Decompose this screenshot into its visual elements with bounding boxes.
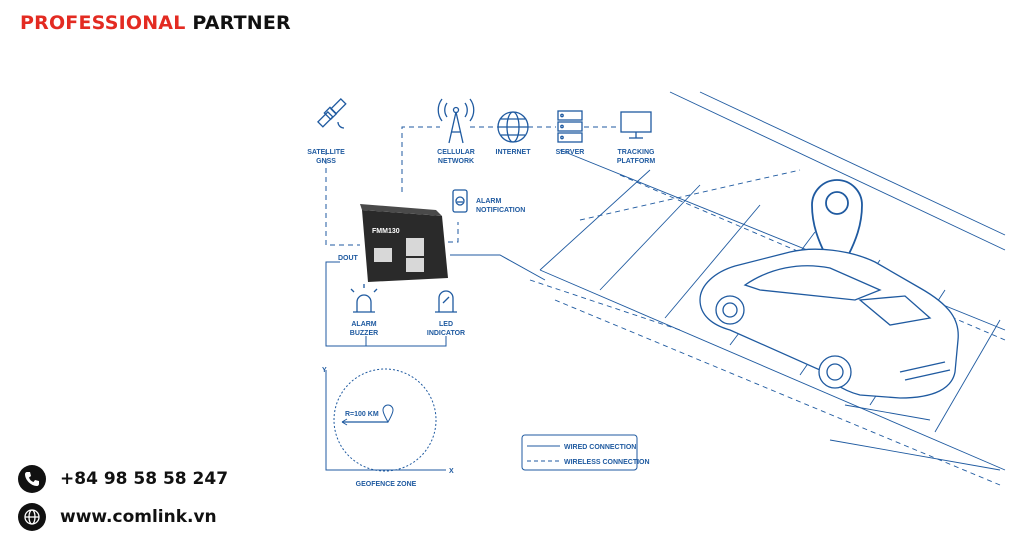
tracking-label-1: TRACKING bbox=[618, 149, 655, 156]
alarm-buzzer-label-1: ALARM bbox=[351, 321, 376, 328]
led-indicator-icon bbox=[435, 290, 457, 313]
alarm-notification-label-1: ALARM bbox=[476, 198, 501, 205]
legend-box bbox=[521, 434, 638, 471]
dout-label: DOUT bbox=[338, 255, 359, 262]
globe-icon bbox=[497, 111, 529, 143]
brand-title-red: PROFESSIONAL bbox=[20, 12, 186, 34]
alarm-notification-icon bbox=[452, 189, 468, 213]
cellular-tower-icon bbox=[437, 98, 475, 144]
legend-wired-label: WIRED CONNECTION bbox=[564, 444, 636, 451]
axis-y-label: Y bbox=[322, 367, 327, 374]
server-icon bbox=[557, 110, 583, 143]
website-link[interactable]: www.comlink.vn bbox=[60, 507, 217, 527]
brand-title: PROFESSIONAL PARTNER bbox=[20, 12, 291, 34]
alarm-notification-label-2: NOTIFICATION bbox=[476, 207, 525, 214]
monitor-icon bbox=[620, 111, 652, 139]
geofence-label: GEOFENCE ZONE bbox=[356, 481, 417, 488]
cellular-label-2: NETWORK bbox=[438, 158, 474, 165]
axis-x-label: X bbox=[449, 468, 454, 475]
fmm130-device: FMM130 bbox=[360, 204, 448, 282]
alarm-buzzer-label-2: BUZZER bbox=[350, 330, 378, 337]
brand-title-dark: PARTNER bbox=[192, 12, 291, 34]
satellite-icon bbox=[317, 98, 347, 129]
tracking-label-2: PLATFORM bbox=[617, 158, 656, 165]
internet-label: INTERNET bbox=[496, 149, 532, 156]
led-label-1: LED bbox=[439, 321, 453, 328]
phone-icon bbox=[18, 465, 46, 493]
satellite-label-2: GNSS bbox=[316, 158, 336, 165]
led-label-2: INDICATOR bbox=[427, 330, 465, 337]
radius-label: R=100 KM bbox=[345, 411, 379, 418]
car-illustration bbox=[699, 248, 959, 399]
geofence-chart bbox=[325, 368, 446, 472]
device-model: FMM130 bbox=[372, 228, 400, 235]
server-label: SERVER bbox=[556, 149, 585, 156]
globe-icon bbox=[18, 503, 46, 531]
phone-number[interactable]: +84 98 58 58 247 bbox=[60, 469, 229, 489]
satellite-label-1: SATELLITE bbox=[307, 149, 345, 156]
legend-wireless-label: WIRELESS CONNECTION bbox=[564, 459, 650, 466]
contact-phone: +84 98 58 58 247 bbox=[18, 465, 228, 493]
contact-website: www.comlink.vn bbox=[18, 503, 217, 531]
alarm-buzzer-icon bbox=[350, 284, 378, 313]
cellular-label-1: CELLULAR bbox=[437, 149, 475, 156]
